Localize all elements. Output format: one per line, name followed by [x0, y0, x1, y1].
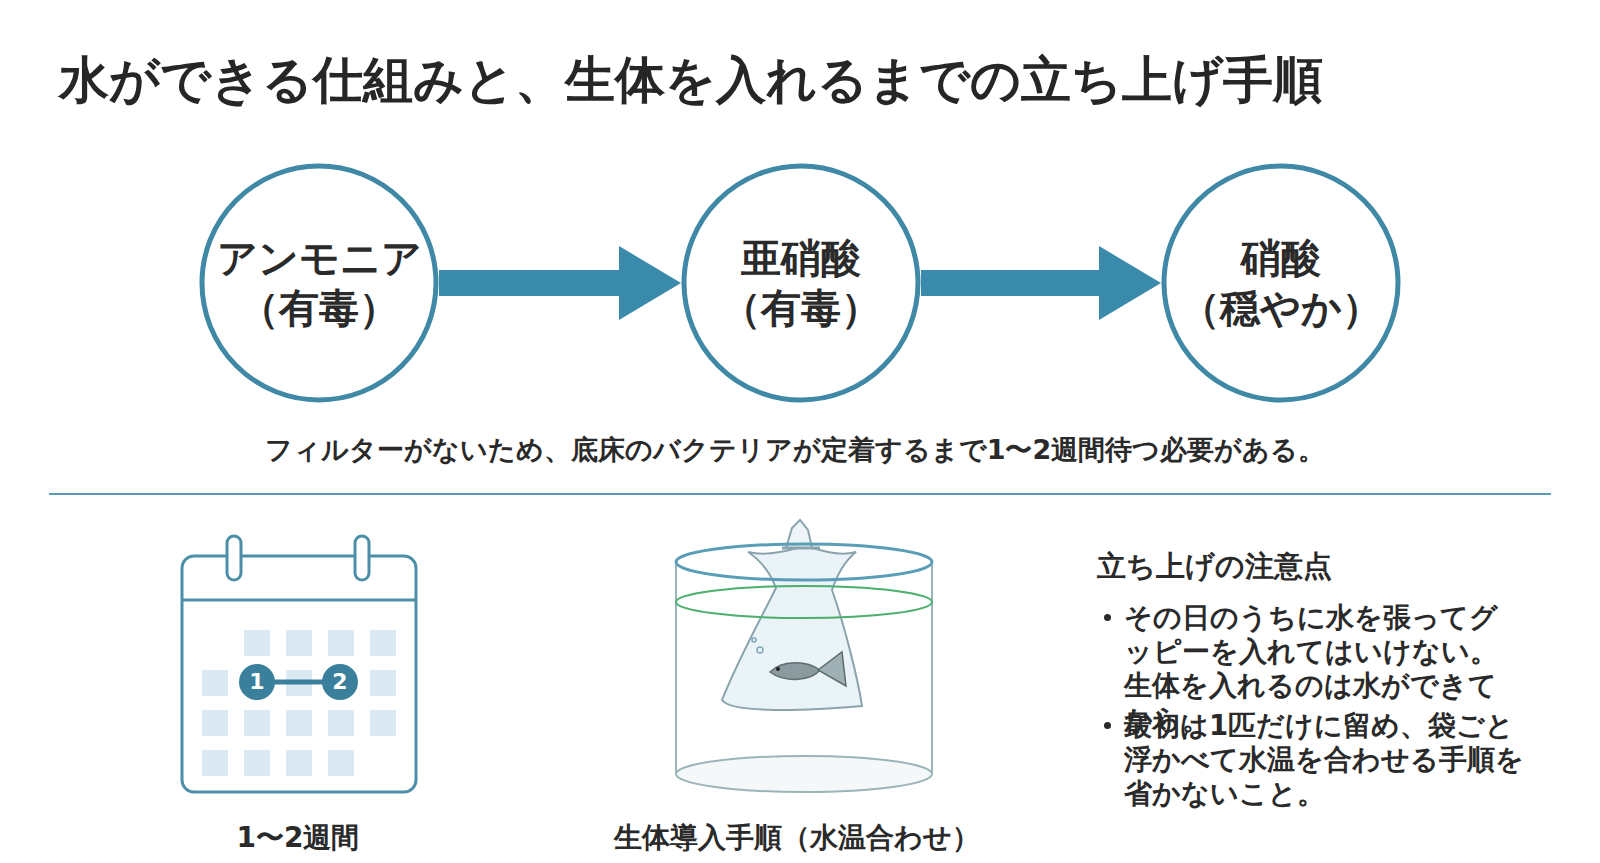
guppy-fish: [770, 652, 846, 686]
node-name: 硝酸: [1241, 233, 1321, 283]
explanation-note: フィルターがないため、底床のバクテリアが定着するまで1〜2週間待つ必要がある。: [265, 432, 1326, 468]
bullet-dot: [1104, 614, 1111, 621]
tank-bag-illustration: [676, 520, 932, 792]
callout-number: 2: [332, 669, 347, 695]
diagram-title: 水ができる仕組みと、生体を入れるまでの立ち上げ手順: [59, 48, 1323, 112]
icon-caption: 1〜2週間: [237, 820, 360, 856]
node-name: アンモニア: [217, 233, 422, 283]
process-circle: アンモニア（有毒）: [199, 163, 439, 403]
node-name: 亜硝酸: [741, 233, 861, 283]
note-item: 最初は1匹だけに留め、袋ごと浮かべて水温を合わせる手順を省かないこと。: [1124, 708, 1524, 810]
node-note: （穏やか）: [1180, 283, 1382, 333]
flow-arrow: [439, 246, 681, 320]
process-circle: 亜硝酸（有毒）: [681, 163, 921, 403]
flow-arrow: [921, 246, 1161, 320]
process-circle: 硝酸（穏やか）: [1161, 163, 1401, 403]
circle-outline: [681, 163, 921, 403]
node-note: （有毒）: [721, 283, 881, 333]
callout-number: 1: [249, 669, 264, 695]
icon-caption: 生体導入手順（水温合わせ）: [614, 820, 980, 856]
circle-outline: [199, 163, 439, 403]
separator-line: [49, 493, 1551, 495]
notes-heading: 立ち上げの注意点: [1097, 548, 1332, 584]
bullet-dot: [1104, 722, 1111, 729]
calendar-icon: [182, 536, 416, 792]
circle-outline: [1161, 163, 1401, 403]
node-note: （有毒）: [239, 283, 399, 333]
